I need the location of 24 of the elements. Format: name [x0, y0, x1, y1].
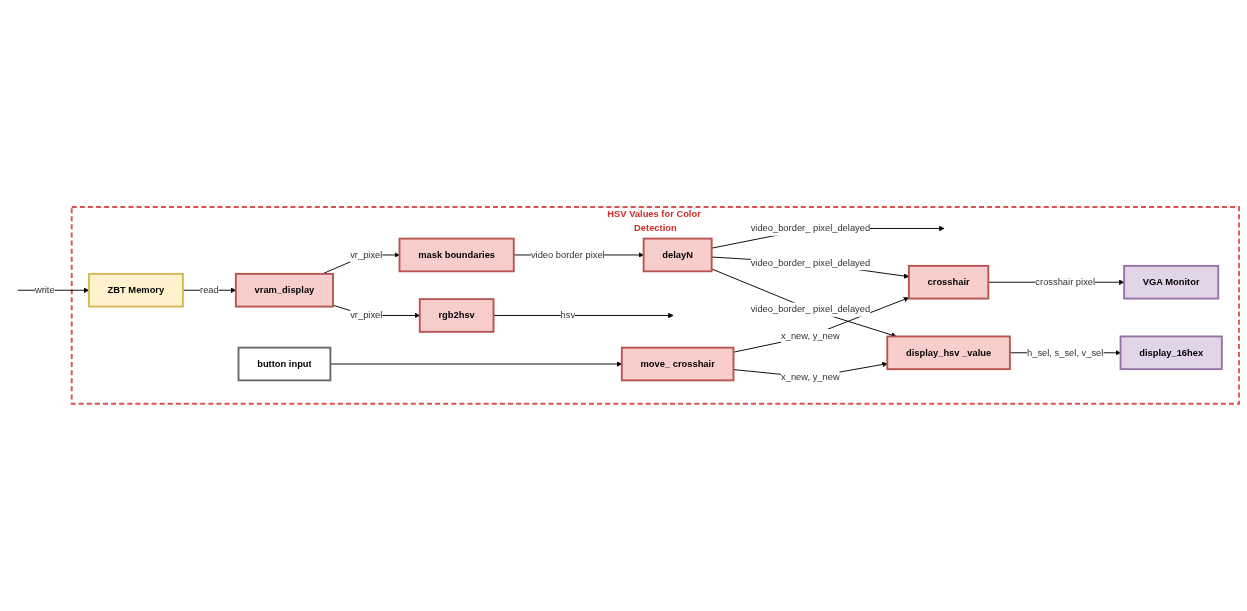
- edge-label: video border pixel: [530, 249, 605, 260]
- edge-label: write: [34, 284, 55, 296]
- node-box: delayN: [642, 237, 713, 273]
- edge-label: hsv: [560, 309, 575, 321]
- edge-label: h_sel, s_sel, v_sel: [1026, 347, 1103, 358]
- node-box: mask boundaries: [398, 237, 515, 273]
- node-box: VGA Monitor: [1122, 265, 1219, 300]
- edge-label: crosshair pixel: [1034, 276, 1095, 288]
- node-box: rgb2hsv: [418, 298, 494, 333]
- edge-label: video_border_ pixel_delayed: [750, 222, 870, 234]
- edge-label: vr_pixel: [349, 309, 382, 321]
- edge-label: video_border_ pixel_delayed: [750, 257, 870, 268]
- edge-label: vr_pixel: [349, 249, 382, 260]
- node-box: button input: [237, 346, 331, 382]
- edge-label: x_new, y_new: [780, 371, 840, 383]
- node-box: ZBT Memory: [87, 273, 184, 308]
- edge-label: x_new, y_new: [780, 330, 840, 341]
- node-box: display_hsv _value: [885, 335, 1011, 371]
- edge-label: read: [199, 284, 219, 296]
- node-box: vram_display: [234, 273, 334, 308]
- node-box: move_ crosshair: [620, 346, 734, 382]
- edge-label: video_border_ pixel_delayed: [750, 303, 870, 315]
- node-box: display_16hex: [1119, 335, 1223, 371]
- node-box: crosshair: [907, 265, 989, 300]
